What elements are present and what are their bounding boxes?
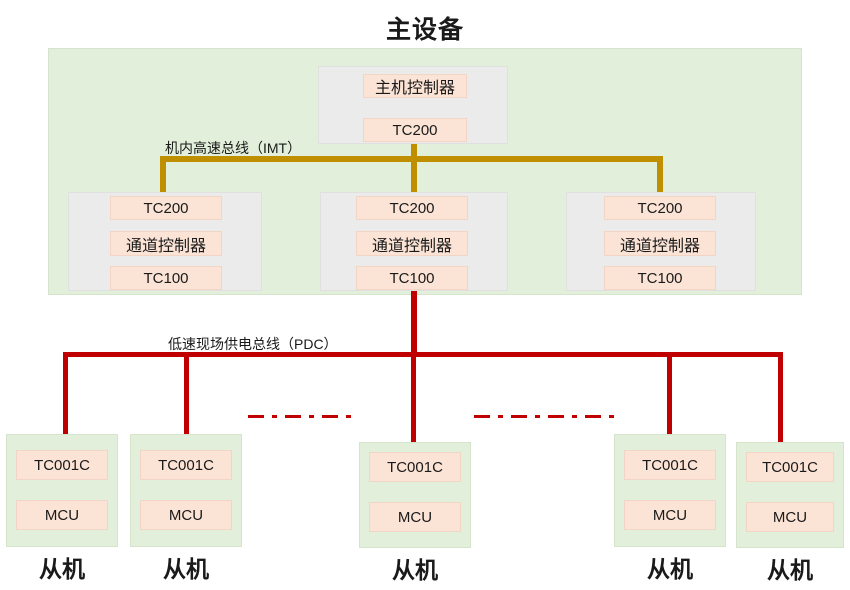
slave-5-chip: TC001C	[746, 452, 834, 482]
channel-3-bottom-chip: TC100	[604, 266, 716, 290]
continuation-ellipsis-left	[248, 415, 356, 418]
imt-bus-trunk-vertical	[411, 144, 417, 212]
channel-3-top-chip: TC200	[604, 196, 716, 220]
pdc-drop-1	[63, 352, 68, 472]
continuation-ellipsis-right	[474, 415, 622, 418]
slave-2-mcu: MCU	[140, 500, 232, 530]
slave-3-caption: 从机	[392, 557, 438, 583]
pdc-bus-trunk-vertical	[411, 291, 417, 355]
slave-5-mcu: MCU	[746, 502, 834, 532]
pdc-drop-2	[184, 352, 189, 472]
pdc-bus-label: 低速现场供电总线（PDC）	[168, 336, 338, 352]
slave-2-chip: TC001C	[140, 450, 232, 480]
slave-5-caption: 从机	[767, 557, 813, 583]
host-controller-chip: TC200	[363, 118, 467, 142]
slave-4-caption: 从机	[647, 556, 693, 582]
slave-4-chip: TC001C	[624, 450, 716, 480]
imt-bus-horizontal	[160, 156, 663, 162]
slave-3-mcu: MCU	[369, 502, 461, 532]
channel-1-bottom-chip: TC100	[110, 266, 222, 290]
channel-2-name: 通道控制器	[356, 231, 468, 256]
imt-bus-branch-right	[657, 156, 663, 212]
slave-1-mcu: MCU	[16, 500, 108, 530]
pdc-bus-horizontal	[63, 352, 783, 357]
imt-bus-branch-left	[160, 156, 166, 212]
host-controller-name: 主机控制器	[363, 74, 467, 98]
channel-3-name: 通道控制器	[604, 231, 716, 256]
page-title: 主设备	[385, 16, 464, 44]
pdc-drop-3	[411, 352, 416, 472]
slave-1-caption: 从机	[39, 556, 85, 582]
channel-2-top-chip: TC200	[356, 196, 468, 220]
channel-1-name: 通道控制器	[110, 231, 222, 256]
slave-1-chip: TC001C	[16, 450, 108, 480]
pdc-drop-4	[667, 352, 672, 472]
channel-2-bottom-chip: TC100	[356, 266, 468, 290]
pdc-drop-5	[778, 352, 783, 472]
slave-4-mcu: MCU	[624, 500, 716, 530]
slave-2-caption: 从机	[163, 556, 209, 582]
channel-1-top-chip: TC200	[110, 196, 222, 220]
imt-bus-label: 机内高速总线（IMT）	[165, 140, 302, 156]
slave-3-chip: TC001C	[369, 452, 461, 482]
